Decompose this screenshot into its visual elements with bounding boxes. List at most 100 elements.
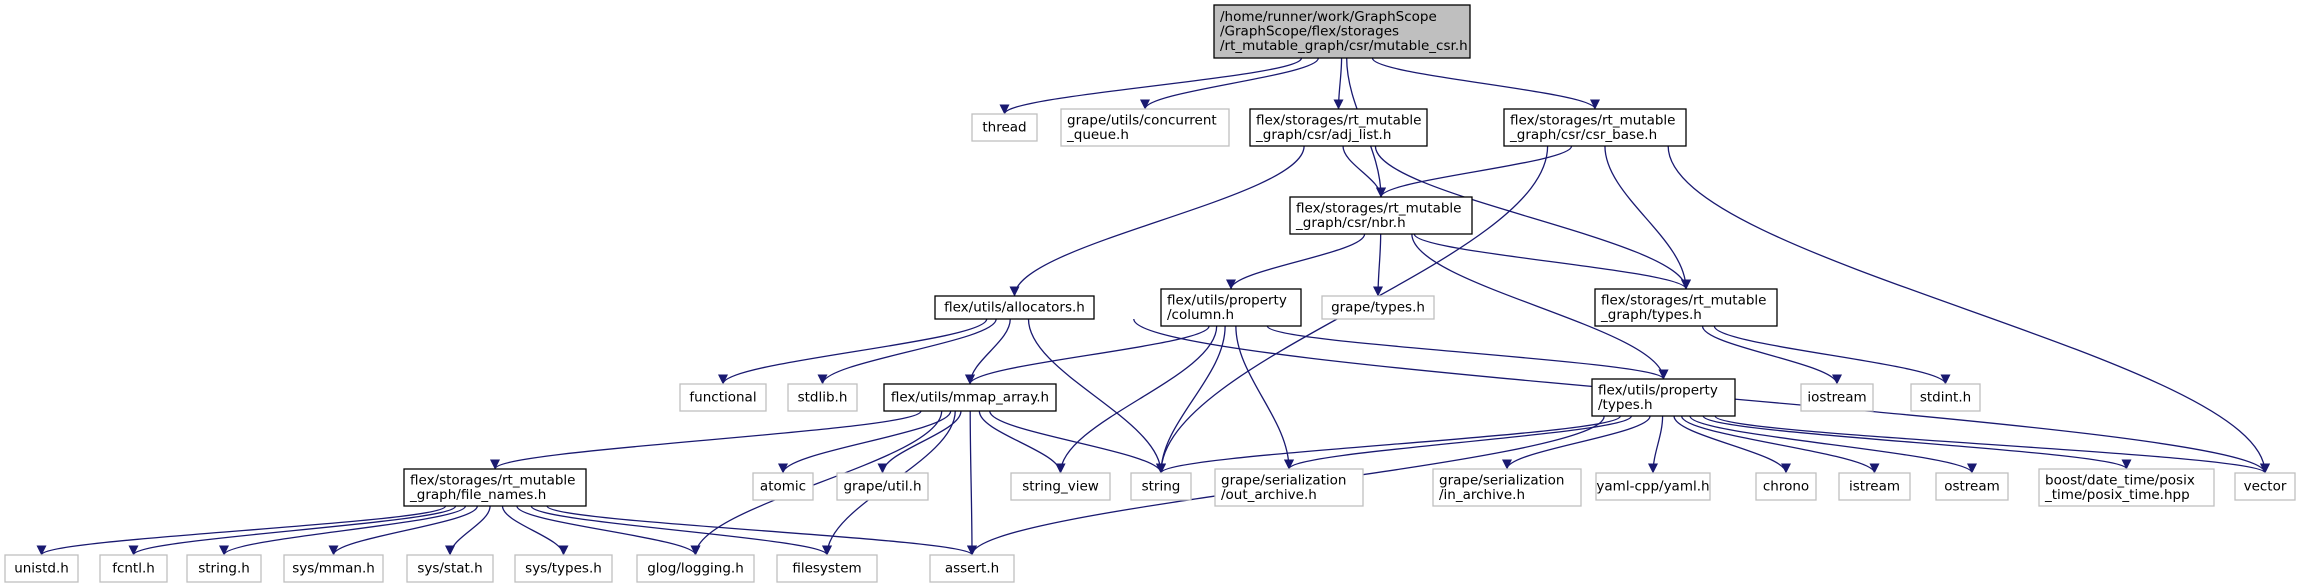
node-box: [1594, 288, 1778, 327]
node-label-line: string_view: [1022, 479, 1099, 495]
edge-prop_types-to-istream: [1680, 415, 1880, 474]
nodes-layer: /home/runner/work/GraphScope/GraphScope/…: [4, 4, 2296, 583]
node-column[interactable]: flex/utils/property/column.h: [1160, 288, 1302, 327]
node-box: [1755, 472, 1817, 501]
node-label-line: /out_archive.h: [1221, 487, 1317, 503]
node-fcntl: fcntl.h: [99, 554, 168, 583]
node-label-line: /home/runner/work/GraphScope: [1220, 9, 1437, 25]
node-adj-list[interactable]: flex/storages/rt_mutable_graph/csr/adj_l…: [1249, 108, 1428, 147]
edge-file_names-to-sys_types: [501, 505, 569, 556]
node-chrono: chrono: [1755, 472, 1817, 501]
node-label-line: grape/utils/concurrent: [1067, 112, 1217, 128]
node-label-line: /in_archive.h: [1439, 487, 1525, 503]
node-label-line: ostream: [1944, 479, 2000, 495]
node-iostream: iostream: [1800, 383, 1874, 412]
node-yaml: yaml-cpp/yaml.h: [1595, 472, 1711, 501]
node-label-line: _graph/file_names.h: [409, 487, 546, 503]
node-box: [1214, 468, 1364, 507]
node-file-names[interactable]: flex/storages/rt_mutable_graph/file_name…: [403, 468, 587, 507]
edge-file_names-to-sys_stat: [445, 505, 491, 556]
node-box: [283, 554, 384, 583]
node-label-line: _graph/csr/nbr.h: [1295, 215, 1406, 231]
node-box: [1503, 108, 1687, 147]
node-label-line: flex/utils/mmap_array.h: [891, 390, 1049, 406]
edge-root-to-csr_base: [1371, 57, 1600, 110]
node-box: [1432, 468, 1582, 507]
edge-csr_base-to-vector: [1667, 145, 2270, 474]
node-box: [2038, 468, 2215, 507]
node-thread: thread: [971, 113, 1038, 142]
node-filesystem: filesystem: [776, 554, 878, 583]
node-label-line: stdlib.h: [798, 390, 848, 406]
node-concurrent-queue: grape/utils/concurrent_queue.h: [1060, 108, 1230, 147]
edge-root-to-concurrent_queue: [1140, 57, 1320, 110]
node-prop-types[interactable]: flex/utils/property/types.h: [1591, 378, 1736, 417]
node-csr-base[interactable]: flex/storages/rt_mutable_graph/csr/csr_b…: [1503, 108, 1687, 147]
node-label-line: string.h: [198, 561, 250, 577]
edge-allocators-to-mmap_array: [965, 318, 1011, 385]
node-string-h: string.h: [186, 554, 262, 583]
node-root[interactable]: /home/runner/work/GraphScope/GraphScope/…: [1213, 4, 1471, 59]
node-label-line: chrono: [1763, 479, 1809, 495]
node-box: [1321, 295, 1435, 320]
node-atomic: atomic: [752, 472, 814, 501]
edge-prop_types-to-string: [1156, 415, 1622, 474]
edge-column-to-string_view: [1055, 325, 1218, 474]
edge-mmap_array-to-grape_util: [877, 410, 962, 474]
node-box: [1591, 378, 1736, 417]
edge-adj_list-to-nbr: [1342, 145, 1386, 198]
node-label-line: /GraphScope/flex/storages: [1220, 24, 1399, 40]
node-label-line: iostream: [1807, 390, 1866, 406]
node-label-line: _graph/csr/csr_base.h: [1509, 127, 1657, 143]
edge-allocators-to-string: [1027, 318, 1166, 474]
node-label-line: stdint.h: [1920, 390, 1971, 406]
node-nbr[interactable]: flex/storages/rt_mutable_graph/csr/nbr.h: [1289, 196, 1473, 235]
edge-file_names-to-assert: [546, 505, 977, 556]
node-box: [883, 383, 1057, 412]
node-rmg-types[interactable]: flex/storages/rt_mutable_graph/types.h: [1594, 288, 1778, 327]
edge-rmg_types-to-iostream: [1701, 325, 1842, 385]
node-label-line: /column.h: [1167, 307, 1234, 323]
node-label-line: flex/storages/rt_mutable: [1601, 292, 1766, 308]
edge-allocators-to-stdlib: [817, 318, 997, 385]
node-label-line: flex/utils/property: [1598, 382, 1718, 398]
node-box: [1213, 4, 1471, 59]
edge-csr_base-to-nbr: [1376, 145, 1573, 198]
node-mmap-array[interactable]: flex/utils/mmap_array.h: [883, 383, 1057, 412]
node-box: [1289, 196, 1473, 235]
node-box: [1249, 108, 1428, 147]
node-label-line: thread: [982, 120, 1026, 136]
edge-column-to-string: [1156, 325, 1226, 474]
edge-file_names-to-filesystem: [530, 505, 832, 556]
node-stdlib: stdlib.h: [787, 383, 858, 412]
node-string: string: [1130, 472, 1192, 501]
edge-mmap_array-to-string_view: [978, 410, 1066, 474]
node-label-line: /types.h: [1598, 397, 1653, 413]
edge-root-to-thread: [999, 57, 1303, 115]
edge-mmap_array-to-file_names: [490, 410, 922, 470]
edges-layer: [36, 57, 2270, 556]
node-box: [1800, 383, 1874, 412]
node-label-line: fcntl.h: [112, 561, 155, 577]
node-label-line: boost/date_time/posix: [2045, 472, 2195, 488]
node-label-line: grape/types.h: [1331, 300, 1425, 316]
edge-nbr-to-column: [1226, 233, 1366, 290]
node-label-line: _time/posix_time.hpp: [2044, 487, 2190, 503]
node-istream: istream: [1838, 472, 1911, 501]
node-box: [1910, 383, 1981, 412]
node-functional: functional: [679, 383, 767, 412]
edge-adj_list-to-allocators: [1009, 145, 1305, 297]
node-sys-types: sys/types.h: [514, 554, 613, 583]
node-box: [186, 554, 262, 583]
node-allocators[interactable]: flex/utils/allocators.h: [934, 295, 1095, 320]
edge-column-to-mmap_array: [965, 325, 1210, 385]
node-box: [403, 468, 587, 507]
edge-prop_types-to-ostream: [1689, 415, 1977, 474]
node-label-line: grape/serialization: [1439, 472, 1564, 488]
edge-file_names-to-fcntl: [128, 505, 457, 556]
node-grape-types: grape/types.h: [1321, 295, 1435, 320]
edge-nbr-to-rmg_types: [1413, 233, 1691, 290]
node-label-line: flex/utils/allocators.h: [944, 300, 1085, 316]
node-label-line: flex/storages/rt_mutable: [1296, 200, 1461, 216]
